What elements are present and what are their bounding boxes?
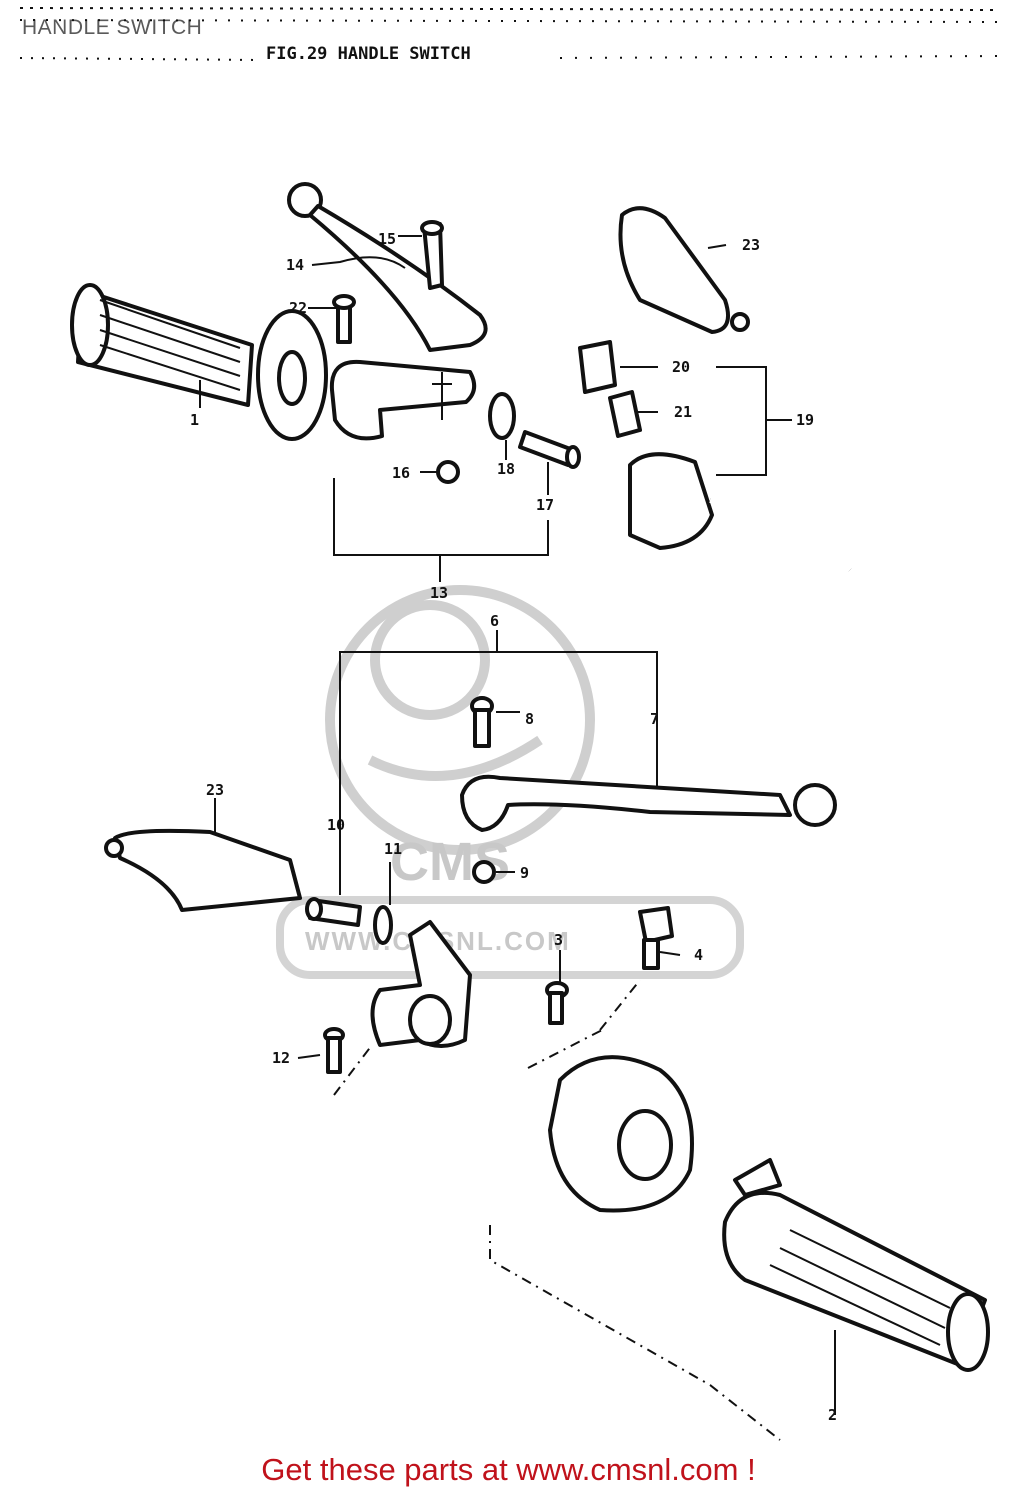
callout-23-upper: 23 — [742, 236, 760, 254]
brake-lever-bracket — [214, 630, 681, 1059]
callout-5: 1 — [190, 411, 199, 429]
bracket-bolt — [305, 897, 362, 927]
callout-15: 15 — [378, 230, 396, 248]
callout-3: 3 — [554, 931, 563, 949]
callout-13: 13 — [430, 584, 448, 602]
callout-20: 19 — [796, 411, 814, 429]
callout-23-lower: 23 — [206, 781, 224, 799]
right-grip — [722, 1158, 990, 1372]
lever-cover-upper — [618, 206, 750, 334]
throttle-housing — [548, 1055, 694, 1213]
adjuster-screw — [332, 294, 356, 344]
callout-14: 14 — [286, 256, 304, 274]
switch-knob — [578, 340, 617, 394]
holder-washer — [488, 392, 516, 440]
callout-6: 6 — [490, 612, 499, 630]
screw-guide-line — [333, 1044, 373, 1096]
lever-cover-lower — [104, 828, 302, 912]
callout-19: 22 — [289, 299, 307, 317]
grip-flange — [256, 309, 328, 441]
callout-8: 8 — [525, 710, 534, 728]
throttle-guide-lines — [527, 979, 641, 1069]
callout-22: 21 — [674, 403, 692, 421]
callout-12: 12 — [272, 1049, 290, 1067]
callout-17: 17 — [536, 496, 554, 514]
brake-lever-bolt — [470, 696, 494, 748]
callout-2: 2 — [828, 1406, 837, 1424]
scan-noise — [19, 7, 1001, 61]
watermark-logo-text: CMS — [390, 832, 510, 892]
figure-title: FIG.29 HANDLE SWITCH — [266, 44, 471, 64]
left-switch-assembly — [628, 452, 853, 573]
brake-lever-nut — [472, 860, 496, 884]
switch-screw — [638, 906, 674, 970]
callout-4: 4 — [694, 946, 703, 964]
bracket-washer — [373, 905, 393, 945]
callout-21: 20 — [672, 358, 690, 376]
page-title: HANDLE SWITCH — [22, 16, 203, 39]
upper-leader-lines — [199, 235, 792, 582]
callout-10: 10 — [327, 816, 345, 834]
throttle-screw — [545, 981, 569, 1025]
brake-master-bracket — [370, 920, 472, 1048]
holder-bolt — [518, 430, 581, 469]
footer-promo: Get these parts at www.cmsnl.com ! — [261, 1452, 756, 1487]
callout-7: 7 — [650, 710, 659, 728]
callout-18: 18 — [497, 460, 515, 478]
left-grip — [70, 283, 254, 407]
callout-11: 11 — [384, 840, 402, 858]
brake-lever — [460, 774, 837, 832]
holder-nut — [436, 460, 460, 484]
callout-9: 9 — [520, 864, 529, 882]
callout-numbers: 15 14 22 1 23 20 21 19 16 18 17 13 6 7 8… — [190, 230, 837, 1424]
callout-16: 16 — [392, 464, 410, 482]
grip-guide-line — [489, 1225, 781, 1441]
pivot-bolt — [420, 220, 444, 290]
clutch-lever-holder — [329, 359, 477, 441]
bracket-screw — [323, 1027, 345, 1074]
clutch-lever — [287, 182, 488, 352]
switch-contact — [608, 390, 642, 438]
